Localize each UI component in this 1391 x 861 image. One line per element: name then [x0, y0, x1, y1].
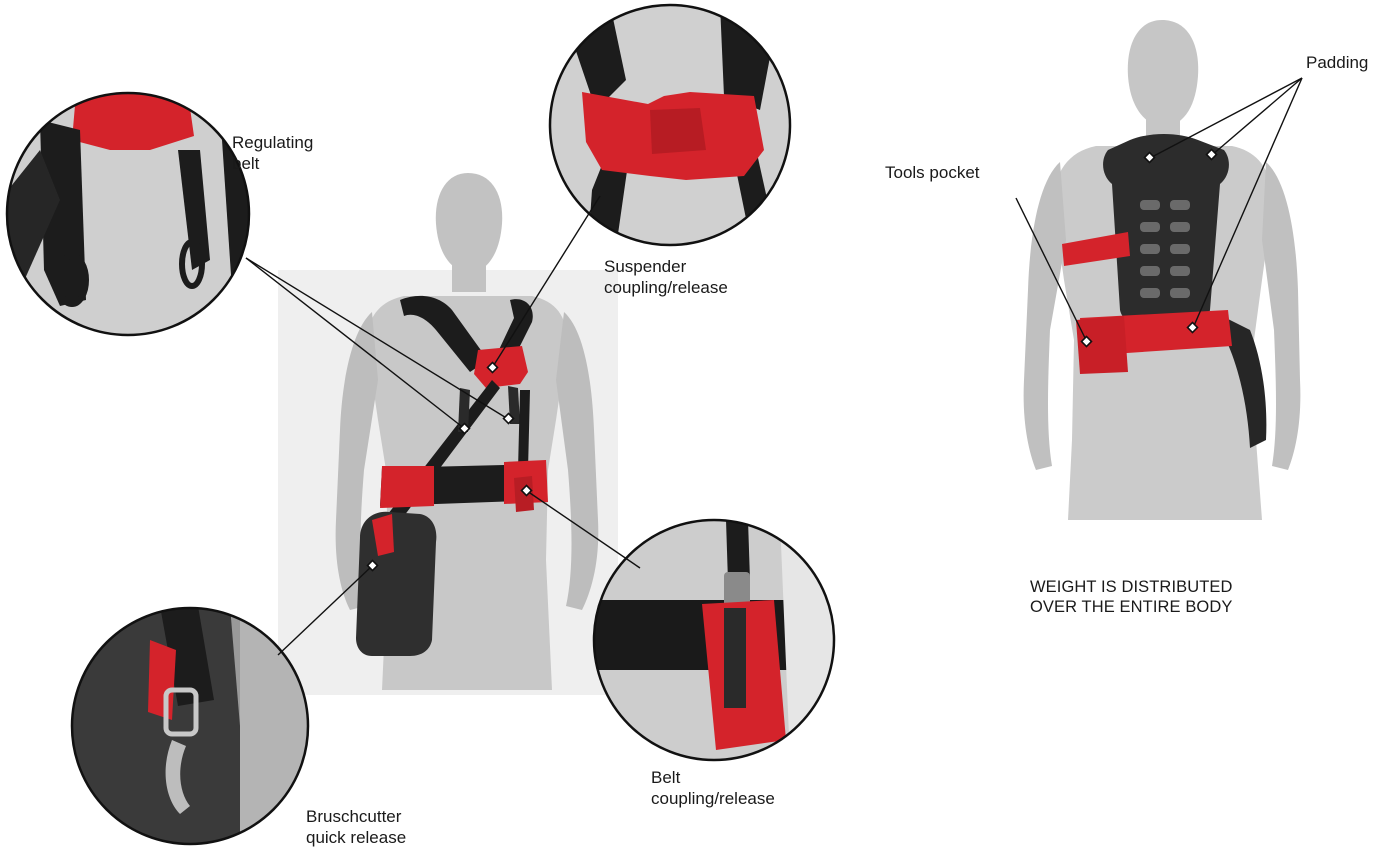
- label-brushcutter-release: Bruschcutter quick release: [306, 806, 406, 848]
- label-suspender-coupling: Suspender coupling/release: [604, 256, 728, 298]
- caption-weight-distribution: WEIGHT IS DISTRIBUTED OVER THE ENTIRE BO…: [1030, 577, 1233, 617]
- label-padding: Padding: [1306, 52, 1368, 73]
- back-figure: [1024, 20, 1301, 520]
- label-belt-coupling: Belt coupling/release: [651, 767, 775, 809]
- zoom-suspender-coupling: [548, 4, 792, 248]
- front-figure: [278, 173, 618, 695]
- label-tools-pocket: Tools pocket: [885, 162, 980, 183]
- zoom-regulating-belt: [0, 90, 262, 350]
- zoom-belt-coupling: [594, 520, 834, 760]
- label-regulating-belt: Regulating belt: [232, 132, 313, 174]
